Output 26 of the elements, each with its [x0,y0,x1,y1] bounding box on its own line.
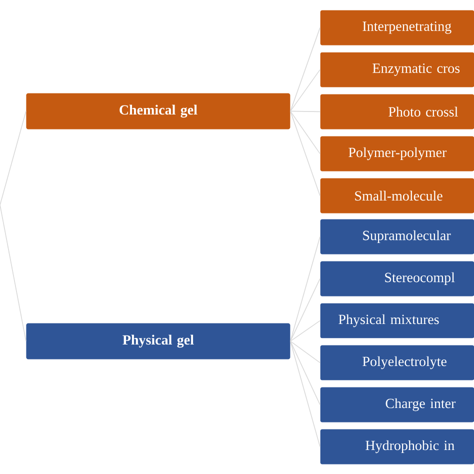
connector-line [290,110,320,196]
method-box: Photo crossl [320,94,474,130]
connector-line [290,27,320,112]
method-box: Supramolecular [320,219,474,254]
category-box: Physical gel [26,323,290,360]
connector-line [290,69,320,112]
method-box: Polyelectrolyte [320,345,474,380]
connector-line [290,110,320,112]
connector-line [290,278,320,342]
connector-line [0,204,26,342]
connector-line [290,110,320,154]
connector-line [290,340,320,448]
method-box: Enzymatic cros [320,52,474,88]
method-box: Stereocompl [320,261,474,296]
connector-line [0,110,26,206]
connector-line [290,340,320,364]
method-box: Small-molecule [320,178,474,214]
method-box: Polymer-polymer [320,136,474,172]
method-box: Physical mixtures [320,303,474,338]
method-box: Charge inter [320,387,474,422]
connector-line [290,340,320,406]
connector-line [290,320,320,342]
connector-line [290,236,320,342]
category-box: Chemical gel [26,93,290,130]
method-box: Hydrophobic in [320,429,474,464]
method-box: Interpenetrating [320,10,474,46]
